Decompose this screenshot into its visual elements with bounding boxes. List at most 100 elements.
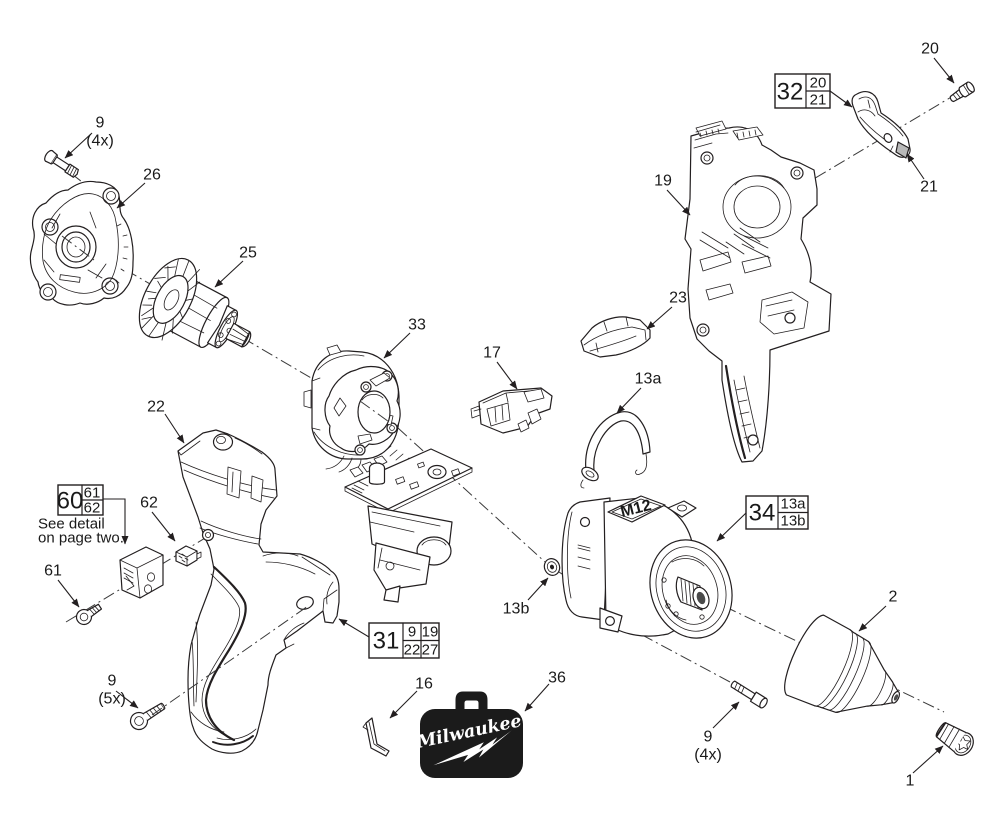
part-19-right-housing-shape-18 — [765, 299, 795, 317]
part-16-bit-clip-shape-1 — [365, 717, 390, 757]
part-19-right-housing-circle-21 — [699, 326, 707, 334]
ref-box-60-cell-61: 61 — [84, 485, 101, 502]
callout-17: 17 — [483, 345, 501, 362]
part-2-chuck — [784, 614, 901, 713]
leader-lines-line-11 — [829, 90, 853, 108]
part-21-belt-clip — [851, 91, 911, 159]
leader-lines-line-18 — [524, 683, 550, 712]
part-9-screw-bottom-shape-1 — [730, 680, 756, 701]
electronics-assembly-rect-8 — [409, 481, 420, 490]
leader-lines-line-10 — [906, 153, 925, 180]
part-33-stator-shape-17 — [361, 394, 384, 401]
part-34-gear-assembly-ellipse-12 — [655, 546, 727, 632]
ref-box-34-cell-13a: 13a — [780, 496, 806, 513]
ref-box-32-cell-20: 20 — [810, 75, 827, 92]
axis-main-d — [397, 427, 546, 563]
part-19-right-housing-shape-5 — [736, 129, 757, 139]
part-1-chuck-screw-shape-5 — [935, 722, 947, 738]
part-19-right-housing-shape-1 — [693, 132, 729, 149]
callout-2: 2 — [889, 589, 898, 606]
part-34-gear-assembly-shape-7 — [667, 500, 697, 518]
part-2-chuck-shape-1 — [814, 629, 894, 713]
part-33-stator-shape-3 — [303, 344, 342, 409]
part-19-right-housing-circle-6 — [700, 151, 714, 165]
leader-lines-line-13 — [151, 511, 176, 542]
part-26-bearing-plate-circle-1 — [102, 187, 120, 205]
leader-lines-line-3 — [214, 260, 244, 288]
part-26-bearing-plate-shape-15 — [43, 233, 103, 279]
part-13a-clip-spring — [580, 411, 651, 489]
part-62-contact-block-shape-4 — [196, 551, 202, 560]
part-22-left-housing-shape-18 — [190, 711, 257, 740]
part-9-screw-mid-shape-5 — [160, 702, 166, 710]
part-22-left-housing — [177, 429, 340, 754]
part-26-bearing-plate-circle-5 — [39, 283, 57, 301]
part-34-gear-assembly-circle-3 — [579, 516, 591, 528]
part-23-button — [580, 316, 651, 358]
logo-lightning-bolt — [433, 730, 512, 766]
axis-overlays-line-2 — [359, 400, 393, 425]
callout-13a: 13a — [635, 371, 662, 388]
part-33-stator-circle-5 — [363, 384, 369, 390]
part-22-left-housing-circle-9 — [201, 528, 215, 542]
axis-overlays-line-1 — [61, 235, 95, 261]
electronics-assembly-rect-10 — [451, 468, 461, 477]
part-1-chuck-screw-shape-4 — [936, 722, 967, 752]
part-19-right-housing-shape-16 — [699, 231, 771, 259]
ref-box-31-cell-19: 19 — [422, 624, 439, 641]
part-19-right-housing-circle-19 — [784, 312, 796, 324]
electronics-assembly-shape-15 — [421, 539, 447, 546]
part-33-stator-circle-8 — [386, 422, 398, 434]
part-19-right-housing-shape-3 — [695, 124, 721, 138]
part-22-left-housing-circle-10 — [204, 532, 211, 539]
part-62-contact-block-shape-2 — [175, 550, 198, 567]
callout-16: 16 — [415, 676, 433, 693]
leader-lines-line-20 — [716, 512, 747, 542]
part-21-belt-clip-shape-5 — [867, 99, 894, 153]
part-34-gear-assembly-circle-17 — [699, 614, 705, 620]
part-22-left-housing-ellipse-1 — [212, 433, 234, 451]
part-22-left-housing-shape-13 — [283, 622, 305, 649]
ref-box-31-cell-9: 9 — [408, 624, 416, 641]
part-19-right-housing-shape-4 — [732, 126, 764, 141]
detail-note: See detail on page two. — [38, 516, 124, 547]
part-25-rotor-shape-13 — [227, 323, 251, 346]
part-33-stator-shape-2 — [311, 377, 321, 431]
leader-lines-line-12 — [164, 413, 185, 444]
part-22-left-housing-shape-3 — [177, 440, 277, 499]
leader-lines-line-15 — [115, 690, 139, 709]
part-19-right-housing-shape-22 — [733, 375, 761, 453]
part-33-stator-shape-13 — [333, 397, 347, 417]
part-60-led-module — [119, 546, 164, 599]
part-60-led-module-shape-3 — [123, 567, 134, 584]
electronics-assembly-shape-16 — [373, 542, 431, 591]
part-33-stator-circle-11 — [357, 447, 363, 453]
part-17-selector-switch-shape-5 — [494, 404, 504, 423]
part-22-left-housing-shape-5 — [231, 471, 234, 493]
ref-box-34-cell-13b: 13b — [780, 513, 805, 530]
ref-box-34-main: 34 — [749, 500, 776, 527]
callout-25: 25 — [239, 245, 257, 262]
part-60-led-module-shape-4 — [125, 575, 135, 591]
electronics-assembly-rect-9 — [417, 461, 425, 469]
part-34-gear-assembly-shape-2 — [566, 511, 591, 599]
part-17-selector-switch-shape-6 — [527, 408, 542, 425]
leader-lines-line-5 — [496, 361, 518, 390]
part-26-bearing-plate-shape-14 — [43, 211, 107, 279]
part-19-right-housing-ellipse-11 — [733, 185, 781, 229]
callout-1: 1 — [906, 773, 915, 790]
callout-20: 20 — [921, 41, 939, 58]
part-21-belt-clip-ellipse-3 — [883, 133, 893, 143]
leader-lines-line-23 — [912, 745, 944, 774]
part-9-screw-mid — [129, 702, 166, 731]
part-2-chuck-ellipse-4 — [893, 694, 899, 701]
callout-61: 61 — [44, 563, 62, 580]
ref-box-34: 34 13a 13b — [745, 495, 809, 530]
part-17-selector-switch — [470, 387, 553, 434]
callout-26: 26 — [143, 167, 161, 184]
part-9-screw-bottom — [730, 680, 768, 709]
callout-9-mid-qty: (5x) — [98, 691, 126, 708]
callout-9-top-qty: (4x) — [86, 133, 114, 150]
electronics-assembly — [344, 448, 473, 603]
